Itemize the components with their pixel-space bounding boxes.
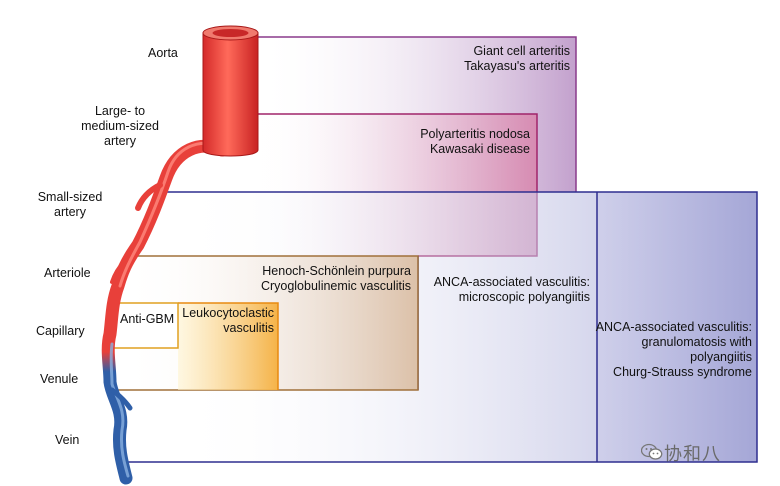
label-line: Small-sized bbox=[37, 190, 103, 204]
label-line: Polyarteritis nodosa bbox=[420, 127, 530, 141]
label-arteriole-text: Arteriole bbox=[44, 266, 91, 280]
label-line: ANCA-associated vasculitis: bbox=[433, 275, 590, 289]
label-vein: Vein bbox=[55, 433, 79, 448]
label-aorta: Aorta bbox=[148, 46, 178, 61]
label-line: granulomatosis with bbox=[641, 335, 752, 349]
label-line: artery bbox=[104, 134, 136, 148]
vessel-tube-lower-highlight bbox=[109, 342, 130, 478]
label-line: artery bbox=[54, 205, 86, 219]
aorta-cylinder bbox=[202, 25, 259, 157]
label-line: medium-sized bbox=[81, 119, 159, 133]
label-line: Henoch-Schönlein purpura bbox=[262, 264, 411, 278]
label-anti-gbm-text: Anti-GBM bbox=[120, 312, 175, 326]
label-medium-vessel-vasculitis: Polyarteritis nodosa Kawasaki disease bbox=[420, 127, 530, 157]
label-venule-text: Venule bbox=[40, 372, 79, 386]
label-large-vessel-vasculitis: Giant cell arteritis Takayasu's arteriti… bbox=[464, 44, 570, 74]
label-line: Leukocytoclastic bbox=[182, 306, 274, 320]
leukocytoclastic-region bbox=[178, 303, 278, 390]
label-line: Takayasu's arteritis bbox=[464, 59, 570, 73]
label-line: microscopic polyangiitis bbox=[458, 290, 590, 304]
small-vessel-outline bbox=[120, 191, 758, 463]
large-vessel-outline bbox=[255, 36, 577, 192]
watermark-text: 协和八 bbox=[664, 444, 721, 465]
artery-branch-stub bbox=[135, 182, 163, 211]
label-vein-text: Vein bbox=[55, 433, 80, 447]
label-anti-gbm: Anti-GBM bbox=[120, 312, 174, 327]
label-line: Large- to bbox=[94, 104, 146, 118]
arteriole-branch-stub bbox=[110, 260, 126, 284]
label-leukocytoclastic: Leukocytoclastic vasculitis bbox=[182, 306, 274, 336]
label-venule: Venule bbox=[40, 372, 78, 387]
label-line: ANCA-associated vasculitis: bbox=[595, 320, 752, 334]
wechat-icon bbox=[641, 443, 663, 460]
vessel-tube-highlight bbox=[118, 141, 222, 288]
label-line: Kawasaki disease bbox=[429, 142, 530, 156]
label-anca-gpa: ANCA-associated vasculitis: granulomatos… bbox=[596, 320, 752, 380]
label-arteriole: Arteriole bbox=[44, 266, 91, 281]
leukocytoclastic-outline bbox=[178, 302, 279, 390]
label-small-artery: Small-sized artery bbox=[30, 190, 110, 220]
label-immune-complex-vasculitis: Henoch-Schönlein purpura Cryoglobulinemi… bbox=[261, 264, 411, 294]
label-capillary-text: Capillary bbox=[36, 324, 85, 338]
venule-branch-stub bbox=[109, 387, 133, 411]
label-capillary: Capillary bbox=[36, 324, 85, 339]
label-line: vasculitis bbox=[223, 321, 274, 335]
label-line: Churg-Strauss syndrome bbox=[613, 365, 752, 379]
label-line: polyangiitis bbox=[690, 350, 752, 364]
label-large-medium-artery: Large- to medium-sized artery bbox=[70, 104, 170, 149]
label-line: Cryoglobulinemic vasculitis bbox=[260, 279, 411, 293]
label-aorta-text: Aorta bbox=[148, 46, 178, 60]
label-anca-mpa: ANCA-associated vasculitis: microscopic … bbox=[434, 275, 590, 305]
anca-gpa-region bbox=[597, 192, 757, 462]
label-line: Giant cell arteritis bbox=[473, 44, 570, 58]
anti-gbm-box bbox=[109, 302, 179, 349]
